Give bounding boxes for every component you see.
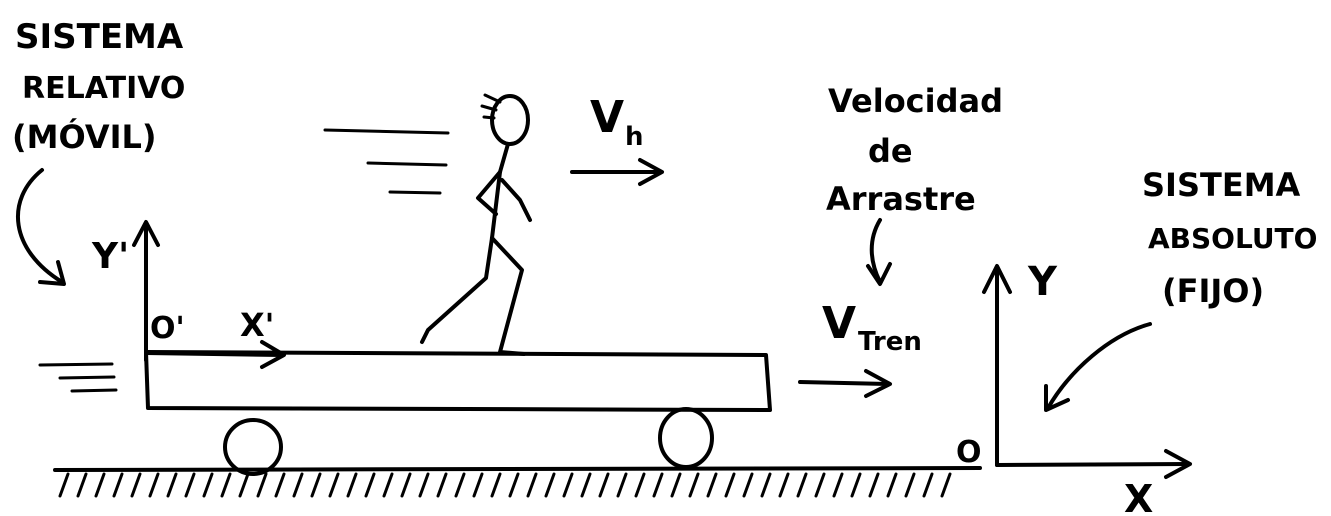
- train-velocity-label: V Tren: [822, 298, 922, 357]
- ground-hatch-mark: [600, 474, 608, 496]
- vh-symbol: V: [590, 92, 624, 143]
- ground-hatch-mark: [456, 474, 464, 496]
- ground-hatch-mark: [510, 474, 518, 496]
- train-speed-lines: [40, 364, 116, 391]
- ground-hatch-mark: [168, 474, 176, 496]
- drag-velocity-label: Velocidad de Arrastre: [826, 82, 1003, 218]
- o-prime-label: O': [150, 311, 185, 346]
- ground-hatch-mark: [420, 474, 428, 496]
- ground-hatch-mark: [744, 474, 752, 496]
- ground-hatch-mark: [366, 474, 374, 496]
- ground-hatch-mark: [330, 474, 338, 496]
- ground-hatching: [60, 474, 950, 496]
- ground-hatch-mark: [114, 474, 122, 496]
- relative-label-line2: RELATIVO: [22, 71, 185, 106]
- person-torso: [492, 144, 508, 238]
- x-abs-label: X: [1124, 477, 1153, 516]
- ground-hatch-mark: [870, 474, 878, 496]
- ground-hatch-mark: [402, 474, 410, 496]
- ground-hatch-mark: [186, 474, 194, 496]
- ground-hatch-mark: [546, 474, 554, 496]
- ground-hatch-mark: [312, 474, 320, 496]
- y-abs-label: Y: [1027, 259, 1058, 305]
- ground-hatch-mark: [834, 474, 842, 496]
- drag-label-line2: de: [868, 132, 913, 170]
- ground-hatch-mark: [888, 474, 896, 496]
- relative-label-line1: SISTEMA: [15, 17, 184, 57]
- train-wheel-left: [225, 420, 281, 474]
- ground-hatch-mark: [636, 474, 644, 496]
- ground-hatch-mark: [474, 474, 482, 496]
- absolute-label-line2: ABSOLUTO: [1148, 222, 1317, 255]
- x-abs-axis: [997, 464, 1188, 465]
- ground-hatch-mark: [726, 474, 734, 496]
- absolute-label-line1: SISTEMA: [1142, 166, 1301, 204]
- ground-hatch-mark: [258, 474, 266, 496]
- absolute-pointer-arrow: [1048, 324, 1150, 408]
- absolute-system-label: SISTEMA ABSOLUTO (FIJO): [1142, 166, 1317, 310]
- vtren-symbol: V: [822, 298, 856, 349]
- ground-hatch-mark: [906, 474, 914, 496]
- ground-hatch-mark: [384, 474, 392, 496]
- person-head: [492, 96, 528, 144]
- absolute-pointer-arrowhead: [1046, 386, 1068, 410]
- ground-hatch-mark: [132, 474, 140, 496]
- ground-hatch-mark: [618, 474, 626, 496]
- vtren-subscript: Tren: [858, 327, 922, 357]
- person-leg-back: [422, 238, 492, 342]
- ground-hatch-mark: [852, 474, 860, 496]
- relative-system-label: SISTEMA RELATIVO (MÓVIL): [12, 17, 185, 156]
- person-leg-front: [492, 238, 524, 354]
- ground-hatch-mark: [438, 474, 446, 496]
- ground-hatch-mark: [240, 474, 248, 496]
- ground-hatch-mark: [564, 474, 572, 496]
- train-wheel-right: [660, 409, 712, 467]
- ground-hatch-mark: [708, 474, 716, 496]
- ground-hatch-mark: [924, 474, 932, 496]
- ground-line: [55, 468, 980, 470]
- train-platform: [146, 352, 770, 410]
- y-prime-label: Y': [91, 236, 129, 277]
- ground-hatch-mark: [78, 474, 86, 496]
- ground-hatch-mark: [942, 474, 950, 496]
- ground-hatch-mark: [528, 474, 536, 496]
- person-speed-lines: [325, 130, 448, 193]
- train-velocity-arrow: [800, 382, 888, 384]
- o-abs-label: O: [956, 435, 982, 470]
- drag-label-line3: Arrastre: [826, 180, 976, 218]
- person-velocity-label: V h: [590, 92, 644, 152]
- relative-pointer-arrow: [18, 170, 62, 282]
- absolute-label-line3: (FIJO): [1162, 272, 1264, 310]
- ground-hatch-mark: [582, 474, 590, 496]
- ground-hatch-mark: [492, 474, 500, 496]
- relative-label-line3: (MÓVIL): [12, 117, 157, 156]
- ground-hatch-mark: [780, 474, 788, 496]
- ground-hatch-mark: [816, 474, 824, 496]
- ground-hatch-mark: [222, 474, 230, 496]
- vh-subscript: h: [625, 122, 644, 152]
- ground-hatch-mark: [348, 474, 356, 496]
- ground-hatch-mark: [798, 474, 806, 496]
- ground-hatch-mark: [60, 474, 68, 496]
- person-arms: [478, 172, 530, 220]
- ground-hatch-mark: [654, 474, 662, 496]
- drag-label-line1: Velocidad: [828, 82, 1003, 120]
- x-prime-label: X': [240, 306, 274, 344]
- ground-hatch-mark: [690, 474, 698, 496]
- ground-hatch-mark: [150, 474, 158, 496]
- ground-hatch-mark: [276, 474, 284, 496]
- ground-hatch-mark: [294, 474, 302, 496]
- ground-hatch-mark: [762, 474, 770, 496]
- drag-pointer-arrowhead: [868, 264, 890, 284]
- ground-hatch-mark: [96, 474, 104, 496]
- ground-hatch-mark: [204, 474, 212, 496]
- ground-hatch-mark: [672, 474, 680, 496]
